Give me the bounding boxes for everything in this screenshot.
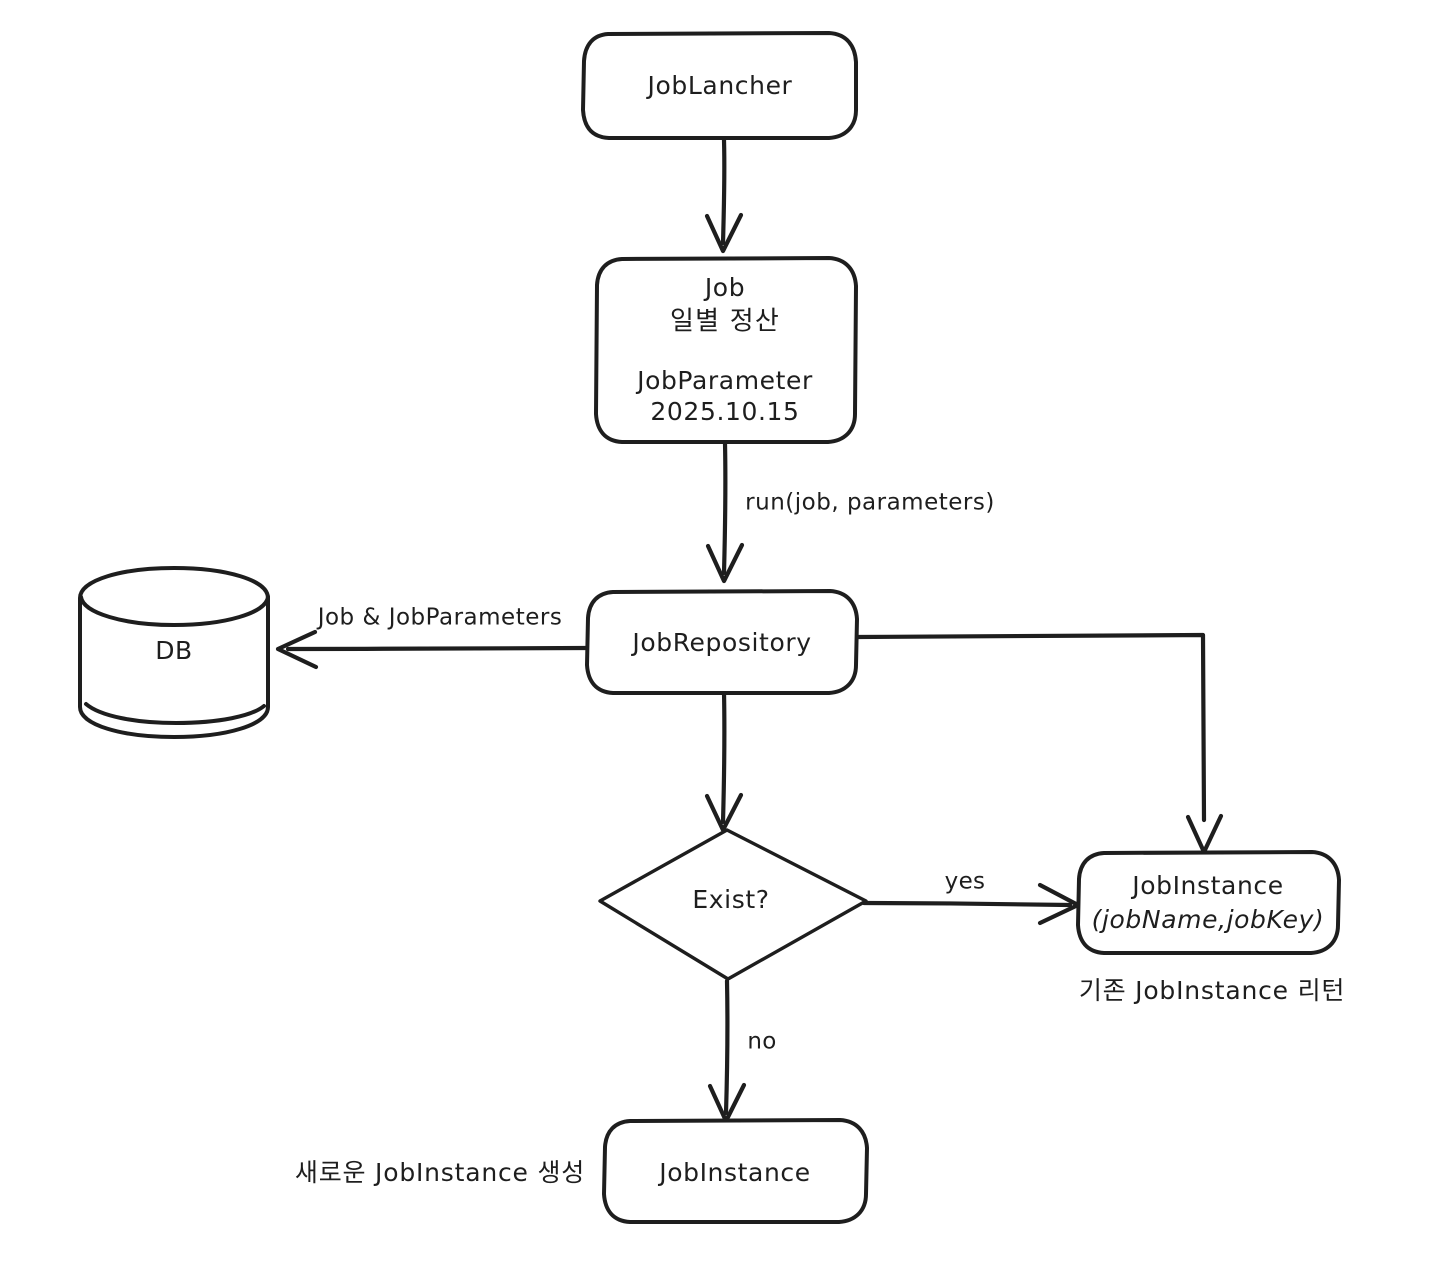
node-job-lancher-label: JobLancher: [646, 71, 793, 100]
edge-repository-to-db: Job & JobParameters: [275, 605, 589, 670]
node-job[interactable]: Job 일별 정산 JobParameter 2025.10.15: [594, 256, 858, 444]
edge-repository-to-decision: [704, 689, 744, 833]
edge-decision-no-arrowhead: [707, 1082, 747, 1124]
edge-repository-to-db-arrowhead: [275, 629, 319, 670]
node-db-cylinder-top-ellipse: [79, 595, 270, 627]
edge-repository-to-decision-line: [720, 689, 727, 825]
edge-repository-to-db-line: [285, 645, 589, 652]
node-job-repository-box[interactable]: [585, 589, 859, 695]
node-job-instance-new-label: JobInstance: [657, 1158, 810, 1187]
node-job-box[interactable]: [594, 256, 858, 444]
edge-job-to-repository-arrowhead: [705, 542, 745, 584]
edge-repository-to-decision-arrowhead: [704, 792, 744, 833]
edge-decision-yes: yes: [861, 869, 1081, 926]
node-exist-decision-label: Exist?: [692, 885, 769, 914]
caption-new-create: 새로운 JobInstance 생성: [295, 1158, 585, 1187]
node-job-instance-existing-label-line1: JobInstance: [1130, 871, 1283, 900]
edge-launcher-to-job: [704, 137, 744, 254]
caption-existing-return: 기존 JobInstance 리턴: [1079, 976, 1345, 1005]
edge-decision-no: no: [707, 978, 776, 1124]
node-job-label-line3: JobParameter: [635, 366, 813, 395]
edge-launcher-to-job-line: [720, 137, 727, 246]
edge-repository-to-existing-instance-arrowhead: [1185, 813, 1224, 855]
edge-label-no: no: [747, 1029, 776, 1055]
edge-launcher-to-job-arrowhead: [704, 212, 744, 254]
node-db-cylinder-body[interactable]: [78, 566, 270, 739]
node-job-instance-new-box[interactable]: [602, 1118, 869, 1224]
node-job-instance-existing-box[interactable]: [1076, 850, 1341, 955]
edge-label-run-job-parameters: run(job, parameters): [745, 490, 995, 516]
node-exist-decision-diamond[interactable]: [598, 828, 868, 981]
edge-repository-to-existing-instance-line: [855, 632, 1207, 823]
edge-label-yes: yes: [945, 869, 986, 895]
edge-job-to-repository: run(job, parameters): [705, 440, 995, 584]
node-db-cylinder-bottom-curve: [84, 702, 266, 725]
node-job-lancher-box[interactable]: [581, 31, 858, 140]
edge-decision-yes-arrowhead: [1037, 882, 1081, 926]
edge-decision-yes-line: [861, 900, 1073, 908]
node-job-lancher[interactable]: JobLancher: [581, 31, 858, 140]
node-job-label-line4: 2025.10.15: [650, 397, 799, 426]
node-job-repository[interactable]: JobRepository: [585, 589, 859, 695]
node-job-instance-new[interactable]: JobInstance: [602, 1118, 869, 1224]
node-job-instance-existing-label-line2: (jobName,jobKey): [1092, 905, 1325, 934]
node-exist-decision[interactable]: Exist?: [598, 828, 868, 981]
node-job-label-line2: 일별 정산: [670, 307, 780, 337]
edge-repository-to-existing-instance: [855, 632, 1224, 855]
edge-label-job-and-jobparameters: Job & JobParameters: [316, 605, 563, 631]
node-job-instance-existing[interactable]: JobInstance (jobName,jobKey): [1076, 850, 1341, 955]
edge-job-to-repository-line: [721, 440, 728, 576]
node-job-repository-label: JobRepository: [630, 628, 811, 657]
node-db-label: DB: [155, 636, 193, 665]
node-job-label-line1: Job: [703, 273, 745, 302]
node-db[interactable]: DB: [78, 566, 270, 739]
edge-decision-no-line: [723, 978, 730, 1116]
